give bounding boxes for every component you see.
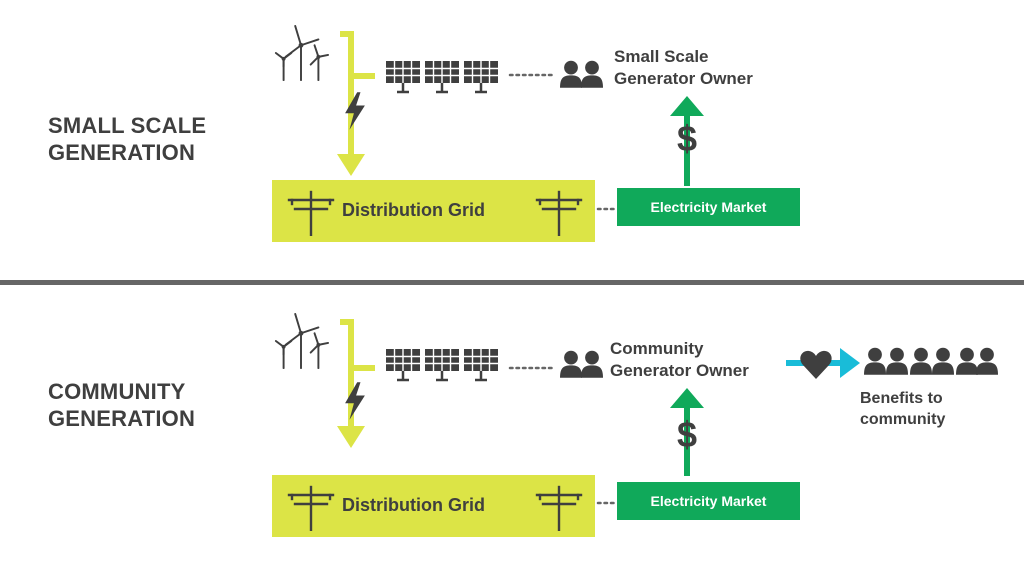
solar-panel-icon	[385, 60, 421, 94]
community-panel: COMMUNITY GENERATION Community Generator…	[0, 288, 1024, 568]
dotted-connector	[596, 207, 618, 211]
owner-label: Community Generator Owner	[610, 339, 749, 380]
solar-panel-icon	[463, 348, 499, 382]
solar-panel-icon	[424, 60, 460, 94]
distribution-grid-box: Distribution Grid	[272, 180, 595, 242]
power-pole-icon	[534, 485, 584, 531]
electricity-market-box: Electricity Market	[617, 188, 800, 226]
solar-panel-icon	[463, 60, 499, 94]
electricity-market-box: Electricity Market	[617, 482, 800, 520]
benefits-label: Benefits to community	[860, 390, 946, 428]
dotted-connector	[508, 73, 554, 77]
power-pole-icon	[286, 190, 336, 236]
section-divider	[0, 280, 1024, 285]
solar-panel-icon	[424, 348, 460, 382]
people-icon	[864, 347, 998, 375]
distribution-grid-label: Distribution Grid	[342, 200, 485, 220]
lightning-bolt-icon	[344, 92, 366, 130]
lightning-bolt-icon	[344, 382, 366, 420]
people-icon	[560, 60, 603, 88]
dollar-icon: $	[676, 118, 698, 159]
solar-panel-icon	[385, 348, 421, 382]
money-flow-arrow	[670, 388, 704, 476]
wind-turbine-icon	[272, 312, 330, 370]
distribution-grid-label: Distribution Grid	[342, 495, 485, 515]
wind-turbine-icon	[272, 24, 330, 82]
distribution-grid-box: Distribution Grid	[272, 475, 595, 537]
small-scale-panel: SMALL SCALE GENERATION Small Scale Gener…	[0, 0, 1024, 280]
dollar-icon: $	[676, 414, 698, 455]
power-pole-icon	[286, 485, 336, 531]
section-title: SMALL SCALE GENERATION	[48, 113, 207, 165]
lime-flow-arrow	[337, 31, 375, 176]
money-flow-arrow	[670, 96, 704, 186]
section-title: COMMUNITY GENERATION	[48, 379, 196, 431]
owner-label: Small Scale Generator Owner	[614, 47, 753, 88]
dotted-connector	[508, 366, 554, 370]
dotted-connector	[596, 501, 618, 505]
people-icon	[560, 350, 603, 378]
heart-icon	[800, 350, 832, 379]
power-pole-icon	[534, 190, 584, 236]
